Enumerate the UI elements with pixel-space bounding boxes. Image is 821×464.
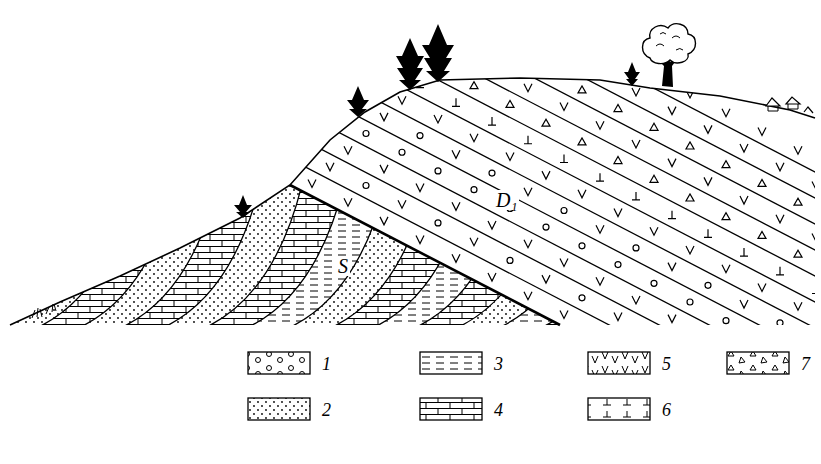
rock-symbol <box>236 142 820 450</box>
bedding-line <box>32 110 147 330</box>
bedding-line <box>368 110 483 330</box>
bedding-line <box>158 110 273 330</box>
layer-line <box>200 0 821 185</box>
bedding-line <box>116 110 231 330</box>
legend-sample <box>420 352 482 374</box>
layer-line <box>200 8 821 341</box>
legend-sample <box>588 398 650 420</box>
rock-symbol <box>254 21 802 310</box>
rock-symbol <box>236 38 820 346</box>
layer-line <box>200 34 821 367</box>
formation-label: S <box>336 256 350 276</box>
layer-line <box>200 0 821 211</box>
rock-symbol <box>255 74 801 361</box>
bedding-line <box>74 110 189 330</box>
layer-line <box>200 0 821 289</box>
rock-symbol <box>236 0 820 242</box>
formation-label: D₁ <box>494 190 519 210</box>
rock-band <box>494 110 651 330</box>
legend-sample <box>420 398 482 420</box>
legend-sample <box>248 352 310 374</box>
legend-number: 5 <box>662 355 671 373</box>
bedding-line <box>242 110 357 330</box>
rock-symbol <box>236 0 820 190</box>
bedding-line <box>200 110 315 330</box>
rock-symbol <box>254 0 802 205</box>
bedding-line <box>0 110 105 330</box>
legend-sample <box>588 352 650 374</box>
rock-symbol <box>254 125 801 413</box>
legend-number: 6 <box>662 401 671 419</box>
rock-band <box>410 110 567 330</box>
legend-number: 4 <box>494 401 503 419</box>
layer-line <box>200 112 821 445</box>
layer-line <box>200 0 821 263</box>
legend-sample <box>248 398 310 420</box>
layer-line <box>200 60 821 393</box>
bedding-line <box>578 110 693 330</box>
legend-sample <box>727 352 789 374</box>
legend-number: 7 <box>801 355 810 373</box>
bedding-line <box>326 110 441 330</box>
layer-line <box>200 86 821 419</box>
legend-number: 1 <box>322 355 331 373</box>
legend-number: 2 <box>322 401 331 419</box>
bedding-line <box>494 110 609 330</box>
layer-line <box>200 0 821 315</box>
layer-line <box>200 0 821 237</box>
legend-number: 3 <box>494 355 503 373</box>
rock-symbol <box>254 0 802 257</box>
rock-symbol <box>254 0 802 154</box>
